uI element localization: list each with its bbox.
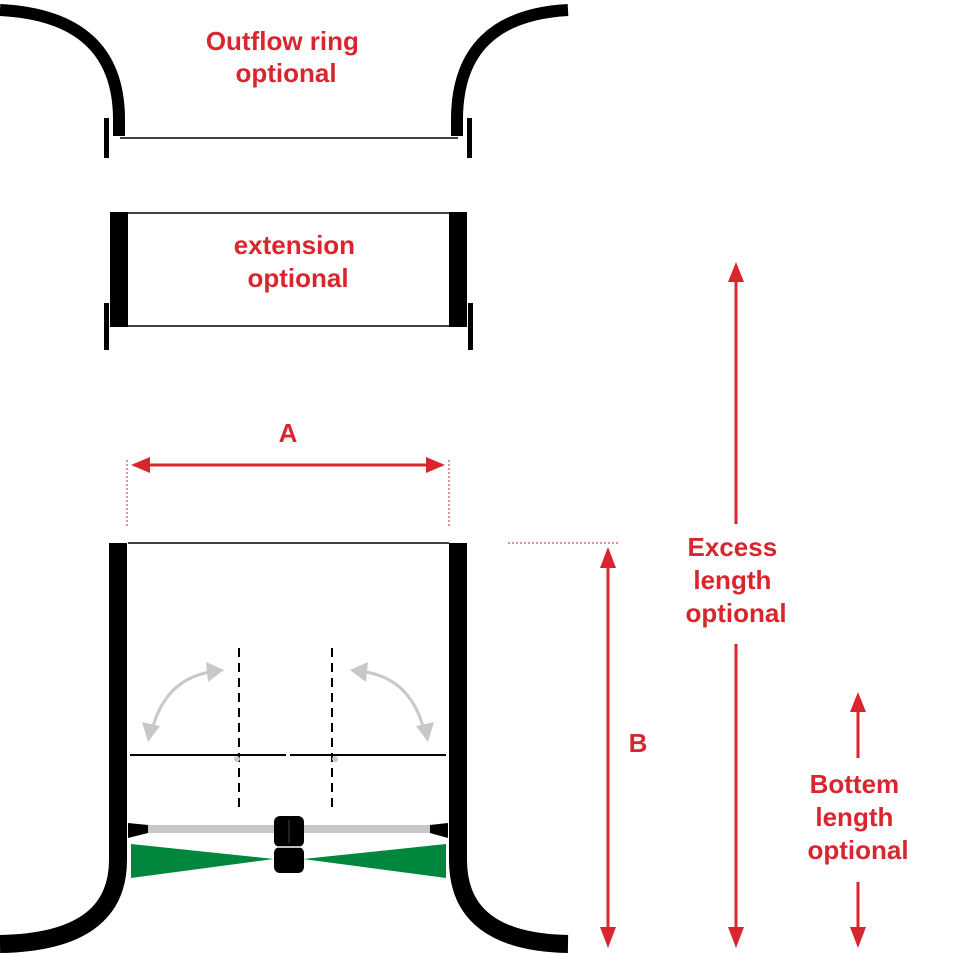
dimension-b bbox=[508, 542, 618, 948]
extension-label: extension optional bbox=[234, 230, 363, 293]
outflow-ring-label: Outflow ring optional bbox=[206, 26, 366, 88]
outflow-ring bbox=[0, 4, 569, 158]
rotation-arrows bbox=[142, 662, 434, 742]
dimension-a-label: A bbox=[279, 418, 298, 448]
excess-length-label: Excess length optional bbox=[685, 532, 786, 628]
damper-blades bbox=[130, 648, 446, 808]
bottom-length-label: Bottem length optional bbox=[807, 769, 908, 865]
fan-assembly bbox=[128, 816, 448, 878]
bottom-length-arrow bbox=[850, 692, 866, 948]
excess-length-arrow bbox=[728, 262, 744, 948]
main-duct bbox=[0, 542, 569, 953]
extension-section bbox=[104, 212, 473, 350]
dimension-b-label: B bbox=[629, 728, 648, 758]
dimension-a bbox=[126, 457, 450, 528]
